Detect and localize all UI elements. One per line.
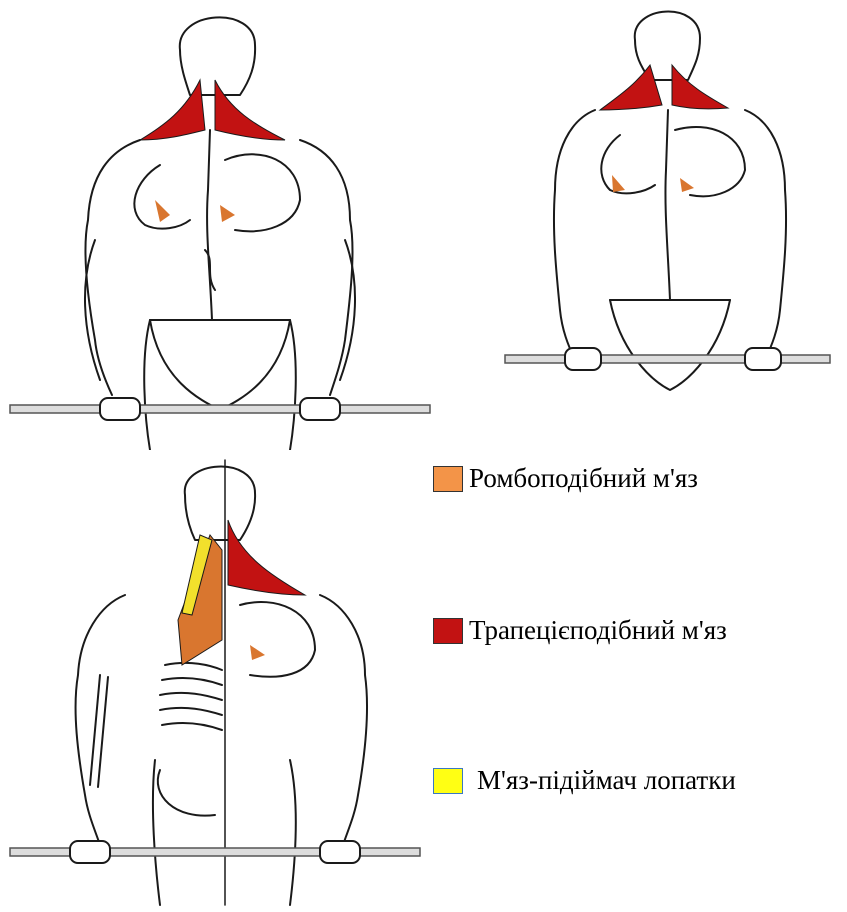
barbell-2: [505, 348, 830, 370]
legend-label-levator: М'яз-підіймач лопатки: [477, 765, 736, 796]
rhomboid-left-region: [155, 200, 170, 222]
legend-label-rhomboid: Ромбоподібний м'яз: [469, 463, 698, 494]
rhomboid-right-region-3: [250, 645, 265, 660]
barbell-3: [10, 841, 420, 863]
legend-swatch-trapezius: [433, 618, 463, 644]
trapezius-left-region: [140, 80, 205, 140]
legend-item-rhomboid: Ромбоподібний м'яз: [433, 463, 698, 494]
barbell-1: [10, 398, 430, 420]
figure-back-view-2: [500, 0, 840, 420]
legend-swatch-rhomboid: [433, 466, 463, 492]
legend-swatch-levator: [433, 768, 463, 794]
figure-back-view-1: [0, 0, 440, 450]
legend-label-trapezius: Трапецієподібний м'яз: [469, 615, 727, 646]
rhomboid-right-region: [220, 205, 235, 222]
figure-anatomy-view: [0, 455, 430, 910]
legend-item-trapezius: Трапецієподібний м'яз: [433, 615, 727, 646]
legend-item-levator: М'яз-підіймач лопатки: [433, 765, 736, 796]
rhomboid-left-region-2: [612, 175, 625, 192]
rhomboid-right-region-2: [680, 178, 694, 192]
